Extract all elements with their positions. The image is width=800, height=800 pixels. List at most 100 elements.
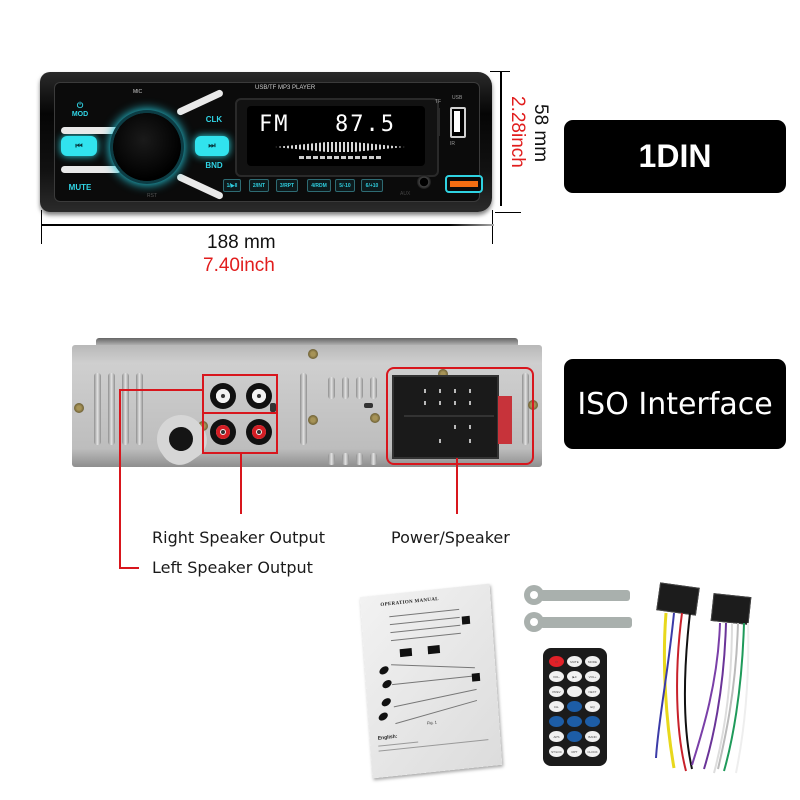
removal-key-ring — [524, 612, 544, 632]
removal-key-2 — [540, 617, 632, 628]
screw — [438, 369, 448, 379]
mute-button[interactable]: MUTE — [68, 183, 92, 192]
right-speaker-lead — [240, 452, 242, 514]
width-inch: 7.40inch — [203, 255, 275, 276]
remote-mute-button[interactable]: MUTE — [567, 656, 582, 667]
preset-button-6[interactable]: 6/+10 — [361, 179, 383, 192]
remote-power-button[interactable]: ⏻ — [549, 656, 564, 667]
preset-button-4[interactable]: 4/RDM — [307, 179, 331, 192]
preset-button-1[interactable]: 1/▶II — [223, 179, 241, 192]
vent-rib — [328, 377, 335, 399]
remote-vol-down-button[interactable]: VOL- — [549, 671, 564, 682]
remote-button[interactable] — [567, 686, 582, 697]
remote-mode-button[interactable]: MODE — [585, 656, 600, 667]
remote-control: ⏻ MUTE MODE VOL- ▶II VOL+ PREV NEXT CH- … — [543, 648, 607, 766]
remote-left-button[interactable] — [549, 716, 564, 727]
vent-rib — [136, 373, 143, 445]
left-speaker-lead — [119, 389, 202, 391]
figure-caption: Fig. 1 — [426, 719, 438, 726]
operation-manual: OPERATION MANUAL Fig. 1 English: — [359, 583, 503, 779]
preset-button-2[interactable]: 2/INT — [249, 179, 269, 192]
removal-key-1 — [540, 590, 630, 601]
decor-sweep — [61, 166, 121, 173]
skip-back-icon: ⏮ — [75, 141, 83, 150]
manual-title: OPERATION MANUAL — [380, 596, 439, 609]
width-mm: 188 mm — [207, 232, 276, 253]
spectrum-bars — [299, 156, 383, 159]
screw — [370, 413, 380, 423]
remote-ok-button[interactable] — [567, 716, 582, 727]
vent-rib — [522, 373, 529, 445]
preset-button-5[interactable]: 5/-10 — [335, 179, 355, 192]
header-label: USB/TF MP3 PLAYER — [255, 85, 316, 91]
next-button[interactable]: ⏭ — [195, 136, 229, 156]
volume-knob[interactable] — [113, 113, 181, 181]
remote-ch-button[interactable]: CH- — [549, 701, 564, 712]
front-panel-face: USB/TF MP3 PLAYER MIC ⏻ MOD ⏮ MUTE CLK ⏭… — [54, 82, 483, 202]
rca-left-red[interactable] — [210, 419, 236, 445]
ground-stud — [364, 403, 373, 408]
rca-left-red-2[interactable] — [246, 419, 272, 445]
left-speaker-output-label: Left Speaker Output — [152, 558, 313, 577]
ir-label: IR — [450, 141, 455, 147]
height-mm: 58 mm — [530, 104, 551, 163]
remote-vol-up-button[interactable]: VOL+ — [585, 671, 600, 682]
iso-wiring-harness — [652, 582, 767, 778]
usb-charge-port[interactable] — [445, 175, 483, 193]
rca-right-white[interactable] — [210, 383, 236, 409]
dim-tick-left — [41, 210, 42, 244]
vent-rib — [342, 453, 349, 465]
tf-card-slot[interactable] — [437, 108, 440, 136]
vent-rib — [342, 377, 349, 399]
frequency-readout: 87.5 — [335, 112, 396, 137]
left-speaker-lead — [119, 389, 121, 569]
vent-rib — [94, 373, 101, 445]
harness-wires — [655, 612, 750, 774]
vent-rib — [122, 373, 129, 445]
usb-port[interactable] — [450, 107, 466, 138]
remote-stloc-button[interactable]: ST/LOC — [549, 746, 564, 757]
decor-sweep — [175, 172, 225, 201]
remote-right-button[interactable] — [585, 716, 600, 727]
remote-eq-button[interactable]: EQ — [585, 701, 600, 712]
width-dimension-line — [42, 224, 494, 226]
skip-forward-icon: ⏭ — [208, 141, 216, 150]
removal-key-ring — [524, 585, 544, 605]
remote-up-button[interactable] — [567, 701, 582, 712]
preset-button-3[interactable]: 3/RPT — [276, 179, 298, 192]
iso-connector[interactable] — [392, 375, 499, 459]
mic-label: MIC — [133, 89, 143, 95]
vent-rib — [370, 453, 377, 465]
remote-clock-button[interactable]: CLOCK — [585, 746, 600, 757]
remote-down-button[interactable] — [567, 731, 582, 742]
rear-panel-photo — [72, 345, 542, 473]
band-readout: FM — [259, 112, 290, 137]
screw — [74, 403, 84, 413]
remote-prev-button[interactable]: PREV — [549, 686, 564, 697]
reset-label: RST — [147, 193, 157, 199]
iso-highlight — [386, 367, 534, 465]
aux-jack[interactable] — [417, 175, 431, 189]
height-dimension-line — [500, 72, 502, 206]
manual-footer-heading: English: — [377, 733, 398, 742]
screw — [308, 415, 318, 425]
prev-button[interactable]: ⏮ — [61, 136, 97, 156]
right-speaker-output-label: Right Speaker Output — [152, 528, 325, 547]
remote-rpt-button[interactable]: RPT — [567, 746, 582, 757]
remote-aps-button[interactable]: APS — [549, 731, 564, 742]
badge-1din: 1DIN — [564, 120, 786, 193]
badge-iso-interface: ISO Interface — [564, 359, 786, 449]
dim-tick-bottom — [495, 212, 521, 213]
mode-button[interactable]: ⏻ MOD — [65, 101, 95, 118]
rca-right-white-2[interactable] — [246, 383, 272, 409]
screw — [308, 349, 318, 359]
remote-next-button[interactable]: NEXT — [585, 686, 600, 697]
dim-tick-top — [490, 71, 510, 72]
clk-button[interactable]: CLK — [205, 115, 223, 124]
remote-band-button[interactable]: BAND — [585, 731, 600, 742]
rear-chassis-top — [96, 338, 518, 348]
decor-sweep — [61, 127, 121, 134]
vent-rib — [356, 453, 363, 465]
bnd-button[interactable]: BND — [205, 161, 223, 170]
remote-play-pause-button[interactable]: ▶II — [567, 671, 582, 682]
